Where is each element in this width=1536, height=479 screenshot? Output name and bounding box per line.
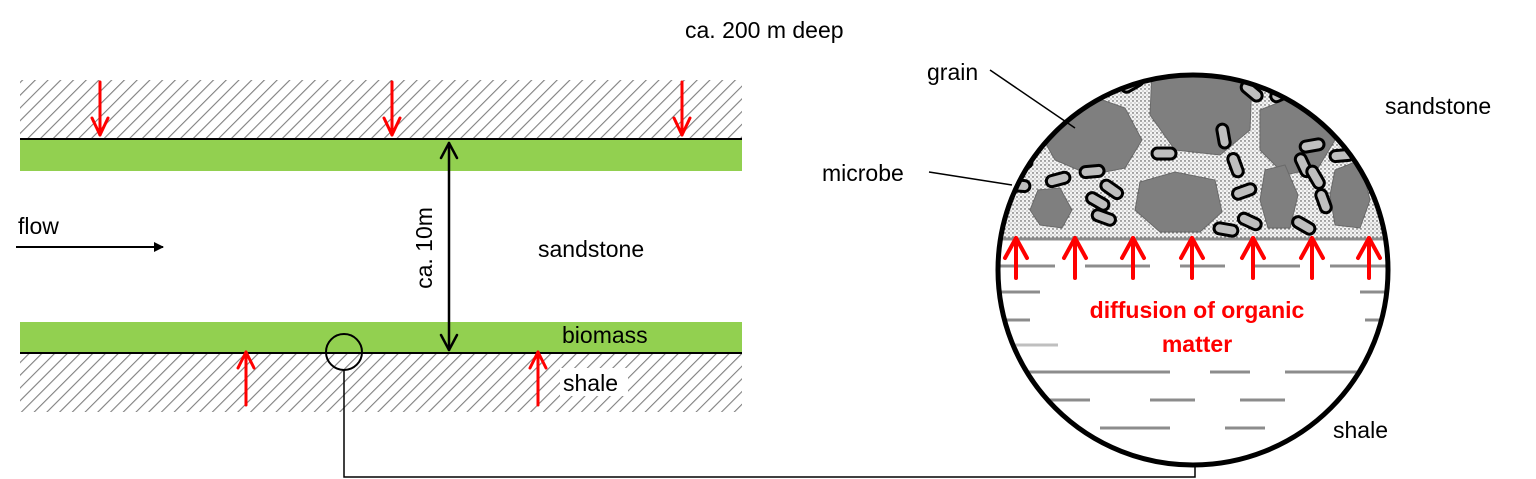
connector-line	[343, 370, 1196, 478]
upper-hatched-layer	[20, 80, 742, 138]
diffusion-arrows	[1003, 236, 1382, 280]
diffusion-label-backing	[1058, 290, 1336, 358]
thickness-arrow	[439, 141, 459, 352]
sandstone-label-left: sandstone	[538, 236, 644, 262]
microbe	[1090, 208, 1117, 227]
zoom-circle-outline	[995, 72, 1391, 468]
red-arrow-icon	[1003, 236, 1029, 280]
grain-label: grain	[927, 59, 978, 85]
thickness-label: ca. 10m	[411, 207, 437, 289]
microbe	[1236, 211, 1263, 232]
red-arrow-icon	[1120, 236, 1146, 280]
red-arrow-icon	[1299, 236, 1325, 280]
red-arrow-icon	[1356, 236, 1382, 280]
microbe	[1212, 221, 1240, 238]
upper-biomass-band	[20, 140, 742, 171]
microbe	[1078, 163, 1106, 180]
grain-leader-line	[989, 69, 1076, 129]
biomass-label: biomass	[562, 322, 648, 348]
microbe	[1124, 48, 1150, 67]
lower-hatched-layer	[20, 354, 742, 412]
diffusion-label-line2: matter	[1162, 331, 1232, 357]
lower-biomass-band	[20, 322, 742, 352]
shale-label-backing	[560, 368, 628, 396]
flow-label: flow	[18, 213, 59, 239]
microbe	[1296, 75, 1324, 92]
microbe	[1044, 170, 1072, 189]
microbe	[1231, 182, 1258, 201]
microbe	[1314, 188, 1333, 215]
red-arrow-icon-group-top	[90, 80, 692, 137]
sandstone-label-right: sandstone	[1385, 93, 1491, 119]
microbe-leader-line	[928, 171, 1013, 186]
microbe-label: microbe	[822, 160, 904, 186]
microbe	[1226, 152, 1245, 179]
depth-label: ca. 200 m deep	[685, 17, 844, 43]
red-arrow-icon	[1062, 236, 1088, 280]
grain	[1134, 171, 1223, 233]
microbe	[1150, 146, 1178, 161]
diffusion-label-line1: diffusion of organic	[1090, 297, 1305, 323]
microbe	[1085, 191, 1111, 212]
shale-label-left: shale	[563, 370, 618, 396]
red-arrow-icon	[1179, 236, 1205, 280]
microbe	[1044, 75, 1072, 85]
red-arrow-icon	[672, 80, 692, 137]
red-arrow-icon	[236, 350, 256, 407]
red-arrow-icon	[382, 80, 402, 137]
grain	[1029, 187, 1073, 229]
grain	[1259, 164, 1299, 229]
red-arrow-icon	[528, 350, 548, 407]
microbe	[1298, 137, 1326, 154]
shale-label-right: shale	[1333, 417, 1388, 443]
red-arrow-icon	[1240, 236, 1266, 280]
microbe	[1291, 215, 1317, 236]
microbe	[1305, 164, 1326, 190]
red-arrow-icon-group-bottom	[236, 350, 548, 407]
microbe	[1215, 122, 1232, 150]
red-arrow-icon	[90, 80, 110, 137]
microbe	[1099, 178, 1125, 201]
grain	[1329, 159, 1371, 229]
